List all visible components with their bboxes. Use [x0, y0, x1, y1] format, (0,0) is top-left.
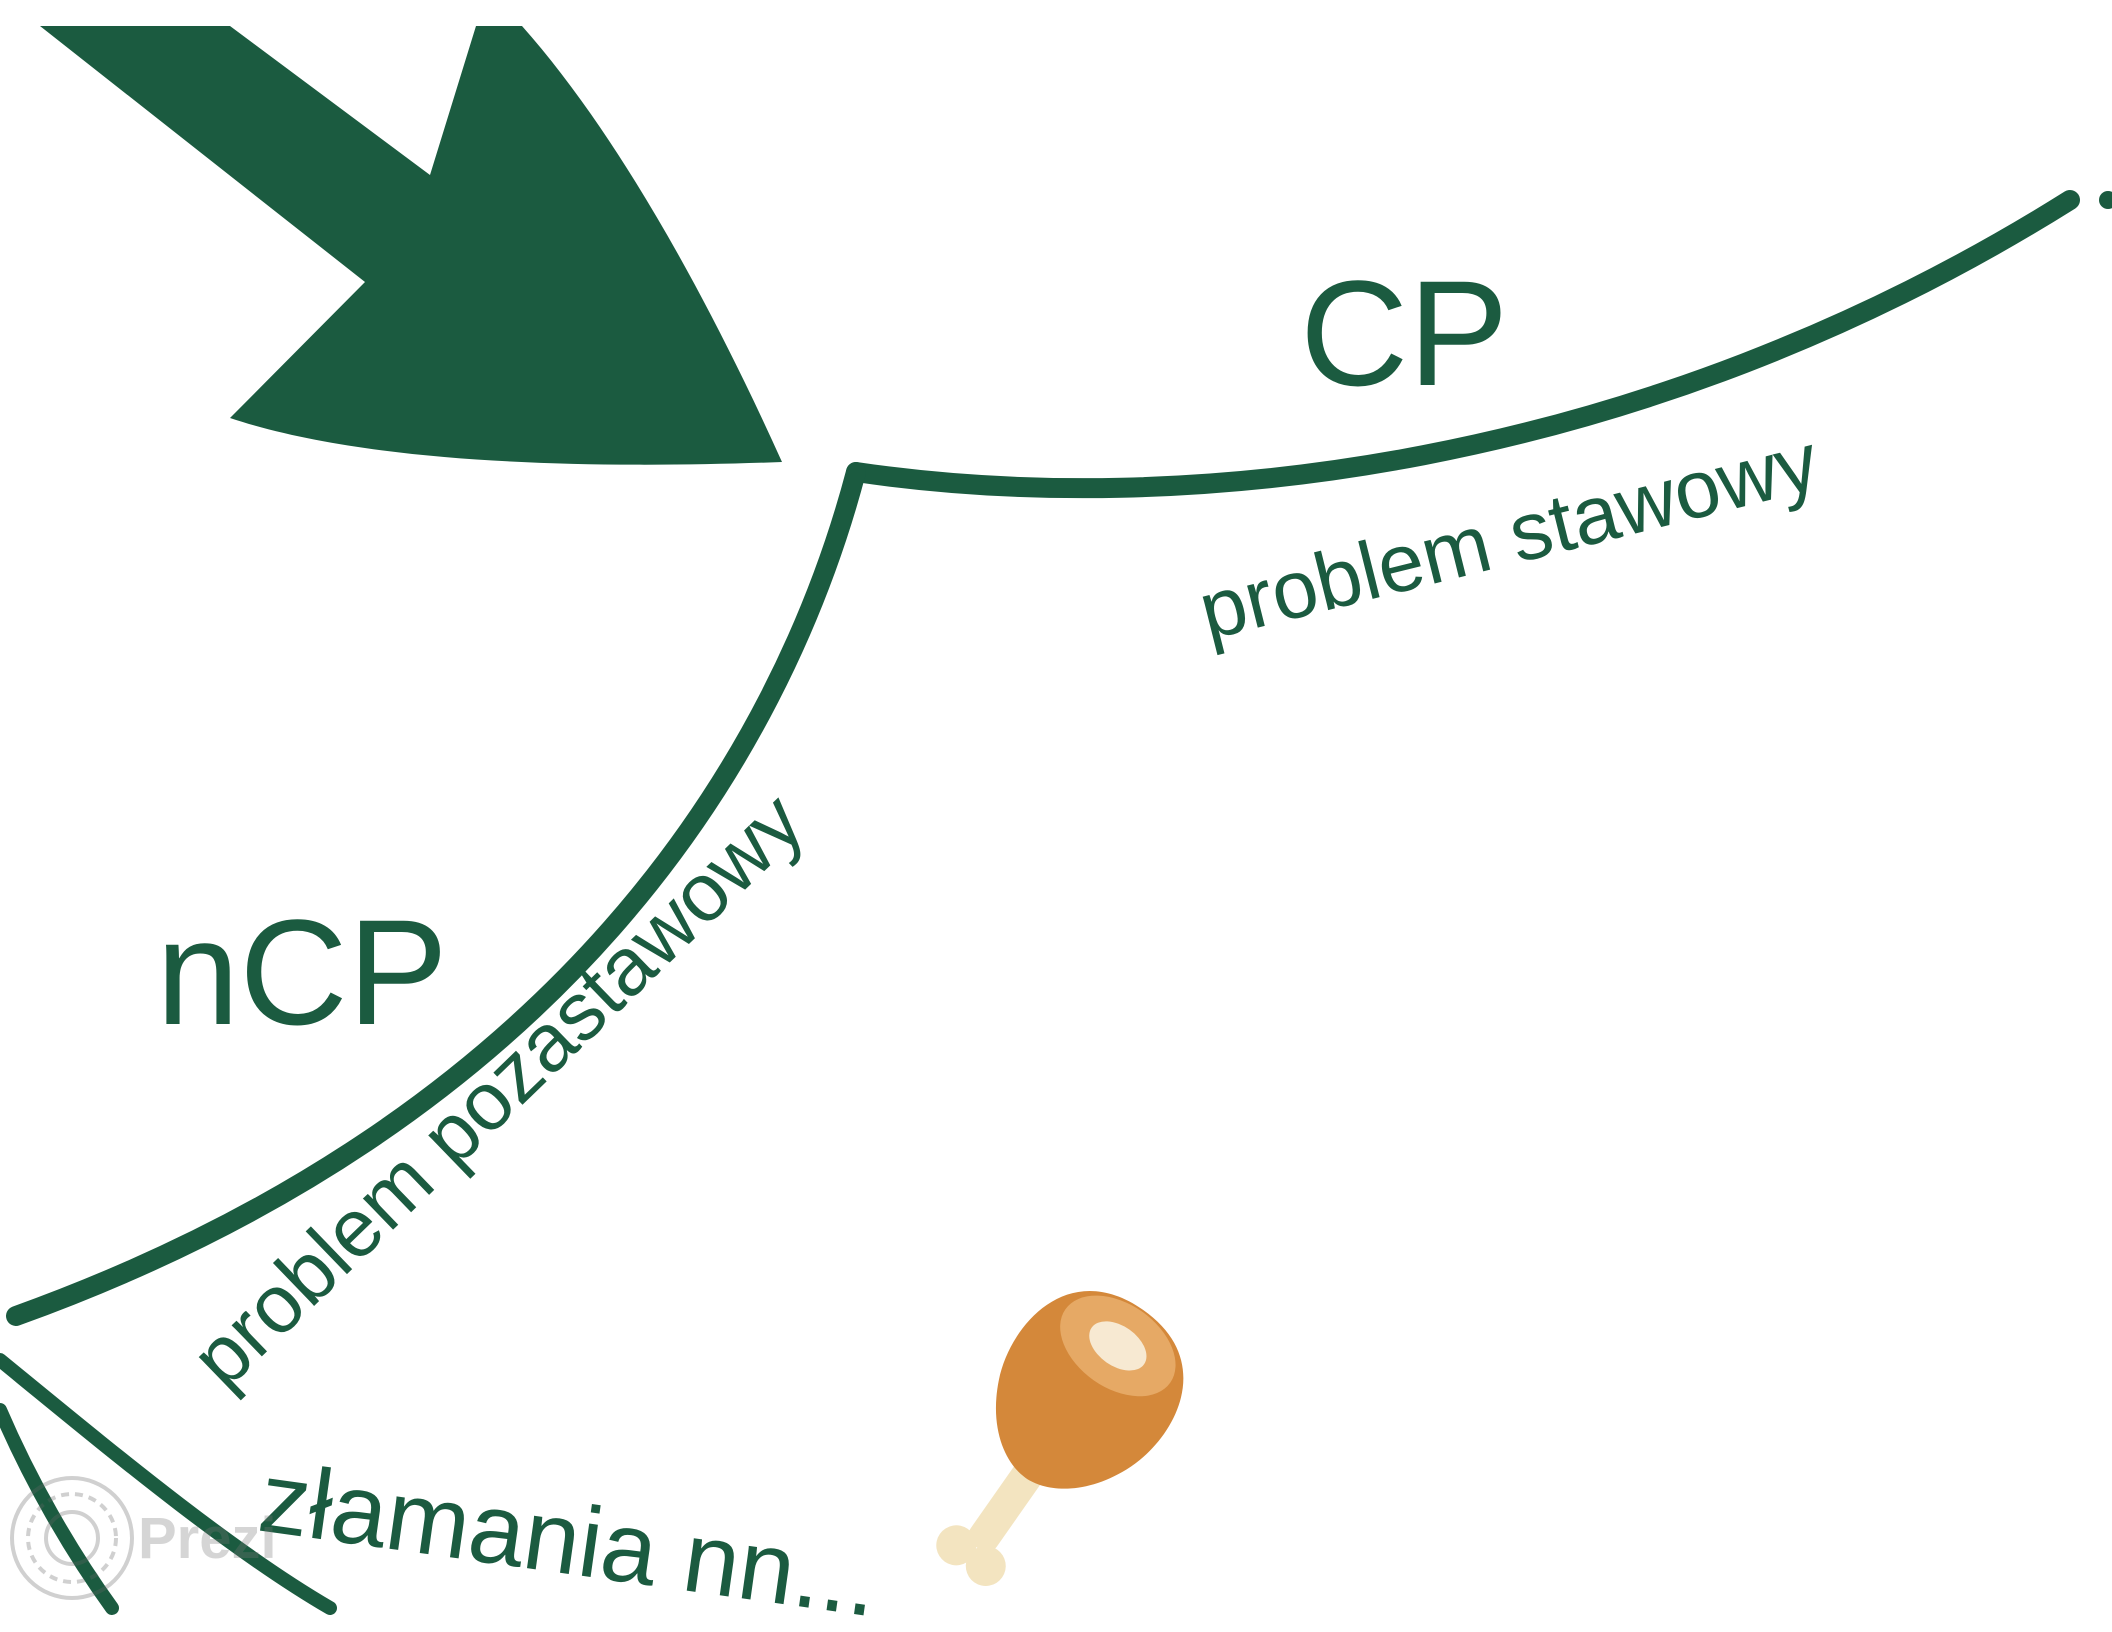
- lower-branch-line-1: [0, 1353, 337, 1615]
- cp-branch-dot: [2099, 191, 2112, 209]
- cp-sub-label: problem stawowy: [1190, 416, 1827, 658]
- watermark-text: Prezi: [138, 1506, 277, 1571]
- lower-branch-line-2: [0, 1403, 119, 1615]
- pointer-arrow: [40, 26, 782, 465]
- ncp-label: nCP: [156, 888, 448, 1056]
- ncp-branch-line: [6, 462, 866, 1326]
- cp-branch-line: [846, 190, 2080, 499]
- prezi-logo-icon: Prezi: [10, 1476, 277, 1600]
- ncp-sub-label: problem pozastawowy: [174, 776, 821, 1405]
- drumstick-icon: [936, 1291, 1184, 1586]
- bottom-label: złamania nn...: [253, 1441, 885, 1632]
- cp-label: CP: [1300, 249, 1508, 417]
